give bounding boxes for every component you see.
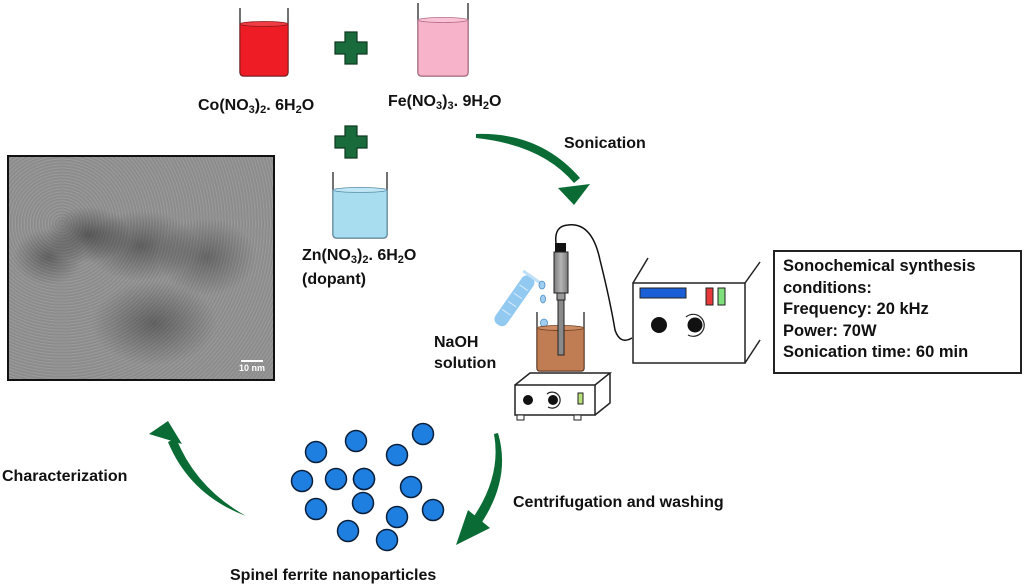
nanoparticle xyxy=(421,498,445,522)
nanoparticle xyxy=(304,497,328,521)
characterization-arrow xyxy=(149,421,246,516)
nanoparticle xyxy=(411,422,435,446)
label-centrifugation: Centrifugation and washing xyxy=(513,494,724,511)
stirrer-dial xyxy=(548,395,558,405)
scale-bar: 10 nm xyxy=(238,360,265,373)
nanoparticle xyxy=(351,491,375,515)
label-cobalt-nitrate: Co(NO3)2. 6H2O xyxy=(198,97,315,116)
generator-dial xyxy=(687,317,703,333)
plus-icon xyxy=(334,31,368,65)
tem-micrograph: 10 nm xyxy=(7,155,275,381)
stirrer-knob xyxy=(523,395,533,405)
condition-frequency: Frequency: 20 kHz xyxy=(783,300,929,318)
nanoparticle xyxy=(290,469,314,493)
ultrasonic-generator xyxy=(632,257,761,364)
probe-cable xyxy=(555,224,633,341)
reaction-beaker xyxy=(536,299,585,372)
sonication-arrow xyxy=(476,133,590,205)
beaker-liquid xyxy=(239,21,289,77)
naoh-drop xyxy=(540,294,546,304)
label-characterization: Characterization xyxy=(2,468,128,485)
nanoparticle xyxy=(336,519,360,543)
naoh-test-tube xyxy=(494,269,541,327)
beaker-zinc-nitrate xyxy=(332,172,388,239)
generator-display xyxy=(639,287,687,299)
condition-time: Sonication time: 60 min xyxy=(783,343,969,361)
nanoparticle xyxy=(385,505,409,529)
label-zinc-nitrate: Zn(NO3)2. 6H2O xyxy=(302,247,417,266)
label-product: Spinel ferrite nanoparticles xyxy=(230,567,437,584)
label-naoh-solution: solution xyxy=(434,355,497,372)
label-sonication: Sonication xyxy=(564,135,646,152)
nanoparticle xyxy=(324,467,348,491)
condition-power: Power: 70W xyxy=(783,321,877,340)
nanoparticles-cluster xyxy=(290,422,445,552)
nanoparticle xyxy=(399,475,423,499)
beaker-cobalt-nitrate xyxy=(239,8,289,77)
nanoparticle xyxy=(375,528,399,552)
nanoparticle xyxy=(385,443,409,467)
plus-icon xyxy=(334,125,368,159)
beaker-liquid xyxy=(417,17,469,77)
indicator-red xyxy=(705,287,714,306)
conditions-heading-2: conditions: xyxy=(783,278,872,297)
synthesis-conditions-box: Sonochemical synthesis conditions: Frequ… xyxy=(773,250,1022,374)
beaker-iron-nitrate xyxy=(417,3,469,77)
stirrer-indicator xyxy=(577,392,584,405)
label-dopant: (dopant) xyxy=(302,271,366,288)
naoh-drop xyxy=(538,280,546,290)
label-iron-nitrate: Fe(NO3)3. 9H2O xyxy=(388,93,502,112)
conditions-heading: Sonochemical synthesis xyxy=(783,257,976,275)
nanoparticle xyxy=(352,467,376,491)
centrifugation-arrow xyxy=(456,433,503,545)
generator-knob xyxy=(651,317,667,333)
nanoparticle xyxy=(304,440,328,464)
nanoparticle xyxy=(344,429,368,453)
magnetic-stirrer xyxy=(514,372,613,421)
label-naoh: NaOH xyxy=(434,334,479,351)
indicator-green xyxy=(717,287,726,306)
beaker-liquid xyxy=(332,187,388,239)
